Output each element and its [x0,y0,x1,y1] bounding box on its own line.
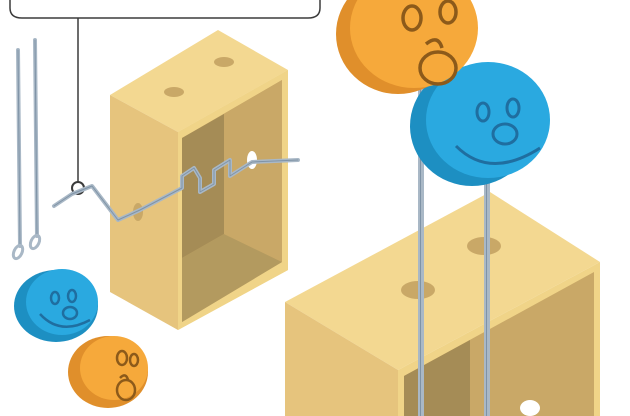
callout-box [10,0,320,18]
wire-pin-icon [11,50,24,260]
smiling-face-icon [14,269,98,342]
callout-pointer [72,18,84,194]
wire-pin-icon [28,40,41,250]
surprised-face-icon [68,336,148,408]
wire-rod [484,170,490,416]
wooden-box-icon [285,192,600,416]
